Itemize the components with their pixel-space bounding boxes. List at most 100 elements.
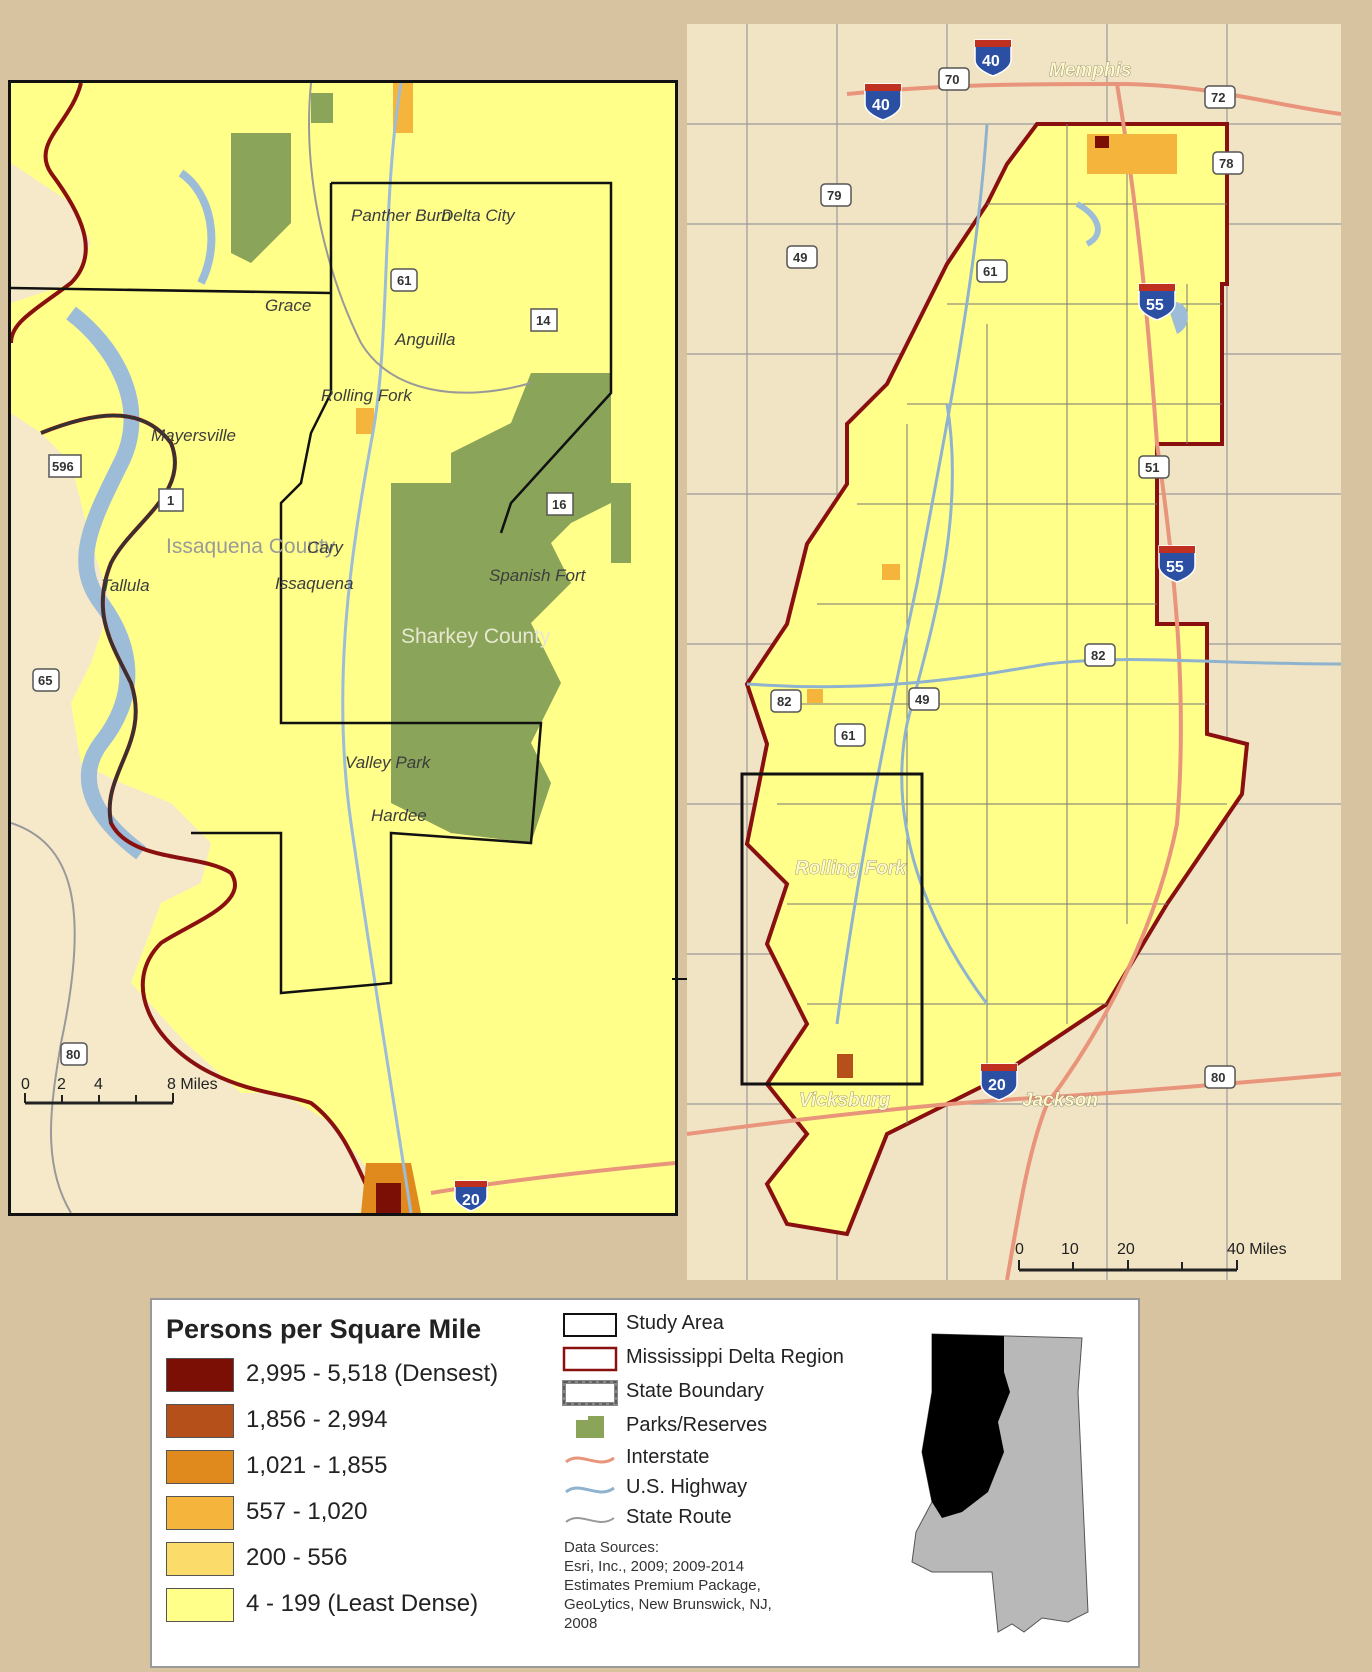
data-sources-line: Estimates Premium Package, bbox=[564, 1577, 761, 1594]
svg-text:55: 55 bbox=[1146, 297, 1164, 314]
us-49-shield-b: 49 bbox=[908, 687, 940, 711]
route-596-shield: 596 bbox=[48, 454, 82, 478]
svg-text:61: 61 bbox=[841, 728, 855, 743]
interstate-55-shield-b: 55 bbox=[1158, 545, 1196, 583]
us-49-shield-a: 49 bbox=[786, 245, 818, 269]
park-small bbox=[311, 93, 333, 123]
svg-text:10: 10 bbox=[1061, 1241, 1079, 1258]
us-72-shield: 72 bbox=[1204, 85, 1236, 109]
svg-text:49: 49 bbox=[915, 692, 929, 707]
svg-text:14: 14 bbox=[536, 313, 551, 328]
park-sharkey bbox=[391, 373, 611, 843]
density-swatch bbox=[166, 1496, 234, 1530]
legend-state-boundary-label: State Boundary bbox=[626, 1380, 764, 1402]
park-north bbox=[231, 133, 291, 263]
right-scale-bar: 0 10 20 40 Miles bbox=[1015, 1241, 1287, 1272]
us-49 bbox=[900, 403, 989, 1005]
svg-text:61: 61 bbox=[397, 273, 411, 288]
us-61-shield: 61 bbox=[390, 268, 418, 292]
svg-text:4: 4 bbox=[94, 1076, 103, 1093]
us-61-shield-a: 61 bbox=[976, 259, 1008, 283]
place-tallula: Tallula bbox=[101, 576, 150, 595]
state-route bbox=[308, 83, 532, 394]
state-boundary bbox=[40, 414, 177, 824]
density-label: 4 - 199 (Least Dense) bbox=[246, 1590, 479, 1617]
place-spanish-fort: Spanish Fort bbox=[489, 566, 587, 585]
us-80-shield: 80 bbox=[60, 1042, 88, 1066]
svg-text:0: 0 bbox=[1015, 1241, 1024, 1258]
density-label: 557 - 1,020 bbox=[246, 1498, 368, 1525]
vicksburg-core bbox=[376, 1183, 401, 1213]
town-greenwood bbox=[882, 564, 900, 580]
svg-text:40: 40 bbox=[982, 53, 1000, 70]
us-82-shield-b: 82 bbox=[770, 689, 802, 713]
svg-text:72: 72 bbox=[1211, 90, 1225, 105]
legend-interstate-label: Interstate bbox=[626, 1446, 710, 1468]
parks-symbol bbox=[576, 1416, 604, 1438]
place-mayersville: Mayersville bbox=[151, 426, 236, 445]
us-65-shield: 65 bbox=[32, 668, 60, 692]
svg-text:20: 20 bbox=[1117, 1241, 1135, 1258]
svg-text:40 Miles: 40 Miles bbox=[1227, 1241, 1287, 1258]
us-61-shield-b: 61 bbox=[834, 723, 866, 747]
svg-text:8 Miles: 8 Miles bbox=[167, 1076, 218, 1093]
study-area-county-lines bbox=[11, 181, 613, 995]
density-label: 1,021 - 1,855 bbox=[246, 1452, 388, 1479]
us-70-shield: 70 bbox=[938, 67, 970, 91]
town-greenville bbox=[807, 689, 823, 703]
park-east bbox=[611, 483, 631, 563]
delta-region-symbol bbox=[562, 1346, 618, 1372]
place-cary: Cary bbox=[307, 538, 344, 557]
interstate-40-shield-a: 40 bbox=[974, 39, 1012, 77]
svg-text:51: 51 bbox=[1145, 460, 1159, 475]
us-61 bbox=[835, 123, 989, 1025]
svg-text:55: 55 bbox=[1166, 559, 1184, 576]
svg-text:16: 16 bbox=[552, 497, 566, 512]
svg-text:1: 1 bbox=[167, 493, 174, 508]
svg-text:20: 20 bbox=[988, 1077, 1006, 1094]
us-82-shield-a: 82 bbox=[1084, 643, 1116, 667]
svg-text:80: 80 bbox=[1211, 1070, 1225, 1085]
left-detail-map: Panther Burn Delta City Grace Anguilla R… bbox=[8, 80, 678, 1216]
legend-delta-region-label: Mississippi Delta Region bbox=[626, 1346, 844, 1368]
us-78-shield: 78 bbox=[1212, 151, 1244, 175]
svg-text:70: 70 bbox=[945, 72, 959, 87]
place-rolling-fork: Rolling Fork bbox=[321, 386, 413, 405]
density-swatch bbox=[166, 1588, 234, 1622]
legend-parks-label: Parks/Reserves bbox=[626, 1414, 768, 1436]
mississippi-delta-region bbox=[744, 122, 1250, 1237]
river-oxbow bbox=[178, 169, 216, 285]
svg-text:80: 80 bbox=[66, 1047, 80, 1062]
us-79-shield: 79 bbox=[820, 183, 852, 207]
density-swatch bbox=[166, 1450, 234, 1484]
vicksburg-urban bbox=[837, 1054, 853, 1078]
left-scale-bar: 0 2 4 8 Miles bbox=[21, 1076, 218, 1105]
route-16-shield: 16 bbox=[546, 492, 574, 516]
us-61-road bbox=[341, 83, 413, 1213]
data-sources-line: Esri, Inc., 2009; 2009-2014 bbox=[564, 1558, 745, 1575]
interstate-20-shield: 20 bbox=[454, 1180, 488, 1212]
route-14-shield: 14 bbox=[530, 308, 558, 332]
legend-us-highway-label: U.S. Highway bbox=[626, 1476, 748, 1498]
label-sharkey-county: Sharkey County bbox=[401, 625, 551, 648]
legend-state-route-label: State Route bbox=[626, 1506, 732, 1528]
interstate-20-shield: 20 bbox=[980, 1063, 1018, 1101]
data-sources: Data Sources: Esri, Inc., 2009; 2009-201… bbox=[564, 1538, 824, 1633]
place-grace: Grace bbox=[265, 296, 311, 315]
right-overview-map: Memphis Rolling Fork Vicksburg Jackson 4… bbox=[687, 24, 1341, 1280]
interstate-40-shield-b: 40 bbox=[864, 83, 902, 121]
density-label: 2,995 - 5,518 (Densest) bbox=[246, 1360, 499, 1387]
us-highway-symbol bbox=[565, 1486, 615, 1494]
data-sources-line: 2008 bbox=[564, 1615, 598, 1632]
svg-text:49: 49 bbox=[793, 250, 807, 265]
svg-text:2: 2 bbox=[57, 1076, 66, 1093]
svg-text:78: 78 bbox=[1219, 156, 1233, 171]
us-51-shield: 51 bbox=[1138, 455, 1170, 479]
place-rolling-fork-inset: Rolling Fork bbox=[795, 858, 907, 879]
us-80-shield: 80 bbox=[1204, 1065, 1236, 1089]
svg-text:82: 82 bbox=[777, 694, 791, 709]
interstate-40 bbox=[846, 81, 1341, 116]
place-hardee: Hardee bbox=[371, 806, 427, 825]
state-route-west bbox=[11, 822, 76, 1213]
study-area-box bbox=[740, 772, 924, 1086]
